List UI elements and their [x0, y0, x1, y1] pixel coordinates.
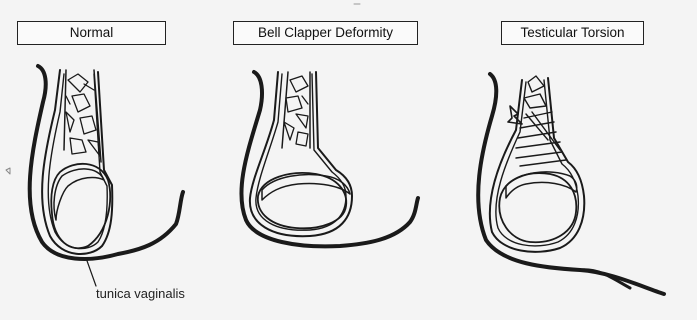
bell-testis — [258, 173, 346, 228]
normal-scrotal-wall — [30, 66, 183, 259]
tunica-pointer-line — [86, 258, 96, 286]
torsion-scrotal-wall — [478, 74, 664, 294]
torsion-testis — [499, 173, 576, 242]
twist-arrow-icon — [508, 106, 522, 124]
edge-artifact — [6, 168, 10, 174]
annotation-tunica-vaginalis: tunica vaginalis — [96, 286, 185, 301]
torsion-tunica-inner — [496, 80, 579, 246]
bell-tunica-inner — [256, 74, 346, 230]
bell-tunica-outer — [250, 72, 352, 236]
normal-diagram — [30, 66, 183, 286]
torsion-epididymis — [506, 172, 577, 198]
bell-scrotal-wall — [241, 72, 418, 246]
normal-epididymis — [54, 169, 104, 220]
torsion-twisted-cord — [516, 76, 566, 166]
torsion-diagram — [478, 74, 664, 294]
bell-clapper-diagram — [241, 72, 418, 246]
